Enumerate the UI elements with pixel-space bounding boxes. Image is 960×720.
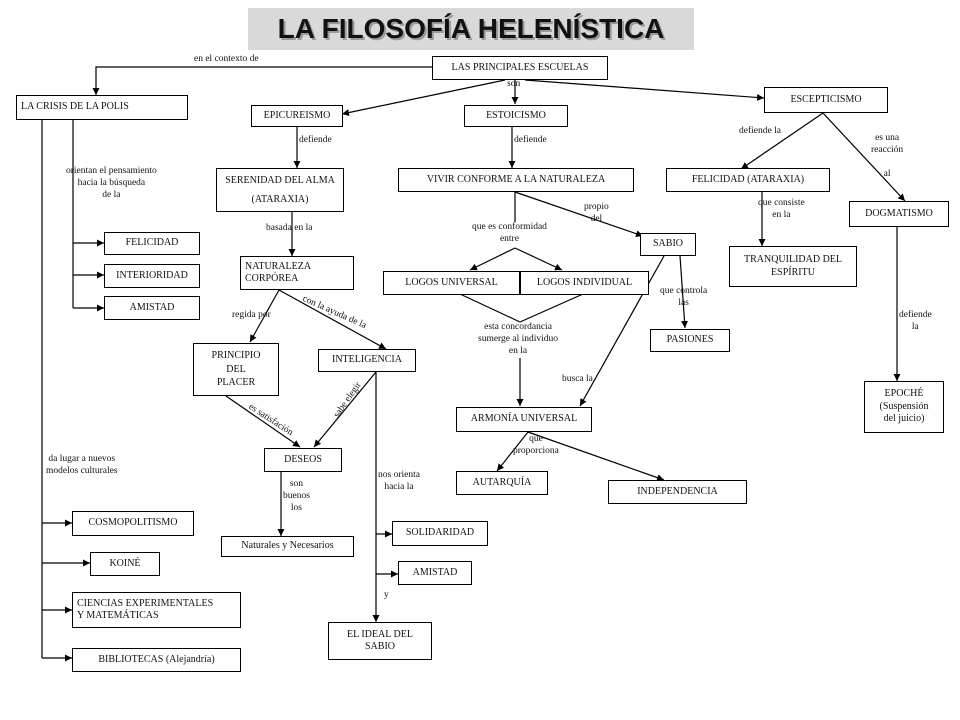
node-armonia: ARMONÍA UNIVERSAL [456,407,592,432]
node-autarquia: AUTARQUÍA [456,471,548,495]
node-pasiones: PASIONES [650,329,730,352]
node-interioridad: INTERIORIDAD [104,264,200,288]
edge-son-escepticismo [524,79,765,101]
label-consiste: que consiste en la [758,198,805,220]
label-lugar: da lugar a nuevos modelos culturales [46,454,118,476]
node-sabio: SABIO [640,233,696,256]
node-escuelas: LAS PRINCIPALES ESCUELAS [432,56,608,80]
node-felicidad-ataraxia: FELICIDAD (ATARAXIA) [666,168,830,192]
label-propio: propio del [584,202,609,224]
node-naturales: Naturales y Necesarios [221,536,354,557]
label-son: son [507,79,521,89]
node-naturaleza: NATURALEZA CORPÓREA [240,256,354,290]
label-orienta: nos orienta hacia la [378,470,420,492]
page-title: LA FILOSOFÍA HELENÍSTICA [248,8,694,50]
node-amistad-1: AMISTAD [104,296,200,320]
label-controla: que controla las [660,286,708,308]
node-epicureismo: EPICUREISMO [251,105,343,127]
node-bibliotecas: BIBLIOTECAS (Alejandría) [72,648,241,672]
label-proporciona: que proporciona [513,434,559,456]
node-dogmatismo: DOGMATISMO [849,201,949,227]
label-conformidad: que es conformidad entre [472,222,547,244]
label-y: y [384,590,389,600]
node-ciencias: CIENCIAS EXPERIMENTALES Y MATEMÁTICAS [72,592,241,628]
edge-son-epicureismo [341,79,506,116]
node-koine: KOINÉ [90,552,160,576]
node-felicidad: FELICIDAD [104,232,200,255]
label-regida: regida por [232,310,271,320]
node-serenidad: SERENIDAD DEL ALMA (ATARAXIA) [216,168,344,212]
node-tranquilidad: TRANQUILIDAD DEL ESPÍRITU [729,246,857,287]
node-deseos: DESEOS [264,448,342,472]
node-vivir: VIVIR CONFORME A LA NATURALEZA [398,168,634,192]
edge-contexto [92,66,432,95]
node-epoche: EPOCHÉ (Suspensión del juicio) [864,381,944,433]
node-solidaridad: SOLIDARIDAD [392,521,488,546]
node-crisis: LA CRISIS DE LA POLIS [16,95,188,120]
label-defiende-epoche: defiende la [899,310,932,332]
node-independencia: INDEPENDENCIA [608,480,747,504]
node-principio: PRINCIPIO DEL PLACER [193,343,279,396]
label-orientan: orientan el pensamiento hacia la búsqued… [66,166,157,200]
node-inteligencia: INTELIGENCIA [318,349,416,372]
label-reaccion: es una reacción al [871,133,904,179]
node-logos-individual: LOGOS INDIVIDUAL [520,271,649,295]
label-concordancia: esta concordancia sumerge al individuo e… [478,322,559,356]
label-basada: basada en la [266,223,313,233]
node-estoicismo: ESTOICISMO [464,105,568,127]
label-busca: busca la [562,374,593,384]
node-amistad-2: AMISTAD [398,561,472,585]
node-logos-universal: LOGOS UNIVERSAL [383,271,520,295]
node-cosmopolitismo: COSMOPOLITISMO [72,511,194,536]
label-defiende-epicureismo: defiende [299,135,332,145]
label-defiende-la: defiende la [739,126,781,136]
label-contexto: en el contexto de [194,54,259,64]
node-ideal: EL IDEAL DEL SABIO [328,622,432,660]
label-son-buenos: son buenos los [283,479,310,513]
label-defiende-estoicismo: defiende [514,135,547,145]
node-escepticismo: ESCEPTICISMO [764,87,888,113]
